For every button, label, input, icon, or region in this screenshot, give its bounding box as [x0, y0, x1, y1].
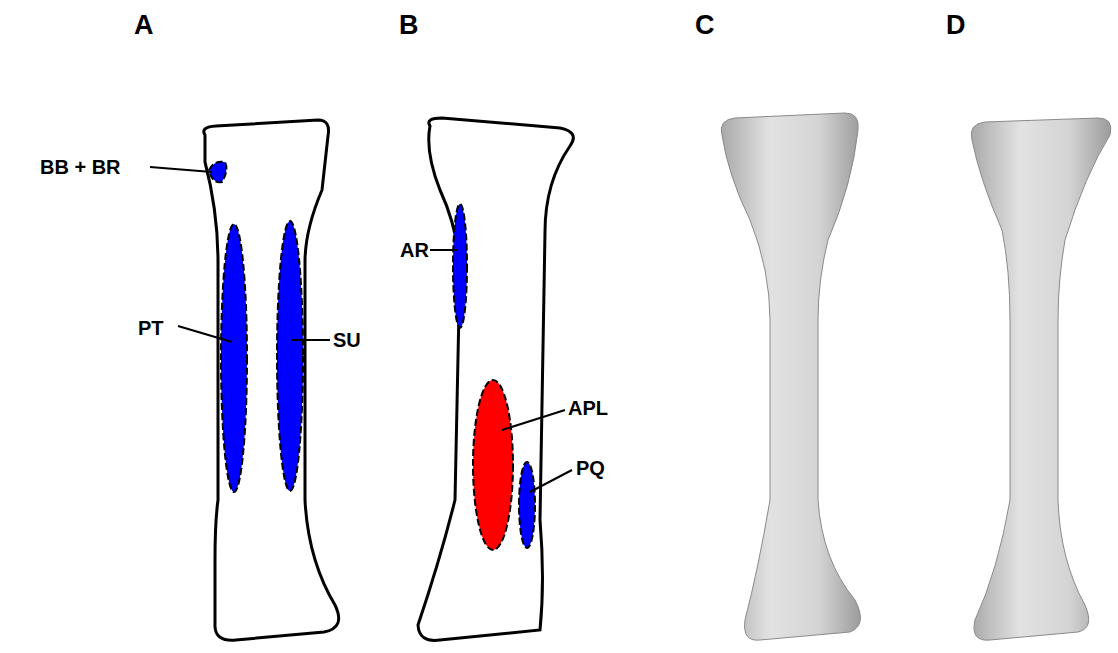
panel-letter: C	[695, 12, 715, 39]
bone-render	[721, 113, 860, 640]
muscle-label: PT	[138, 318, 164, 338]
muscle-label: AR	[400, 240, 429, 260]
panel-letter: D	[946, 12, 966, 39]
muscle-label: BB + BR	[40, 157, 121, 177]
bone-outline	[418, 118, 573, 640]
muscle-label: SU	[333, 330, 361, 350]
panel-letter: B	[399, 12, 419, 39]
muscle-label: PQ	[576, 458, 605, 478]
panel-letter: A	[134, 12, 154, 39]
bone-outline	[204, 120, 339, 640]
leader-lines-b	[430, 250, 572, 492]
leader-lines-a	[150, 167, 330, 342]
bone-render	[971, 118, 1111, 640]
muscle-areas-b	[453, 204, 535, 550]
muscle-label: APL	[568, 398, 608, 418]
muscle-areas-a	[209, 162, 303, 492]
